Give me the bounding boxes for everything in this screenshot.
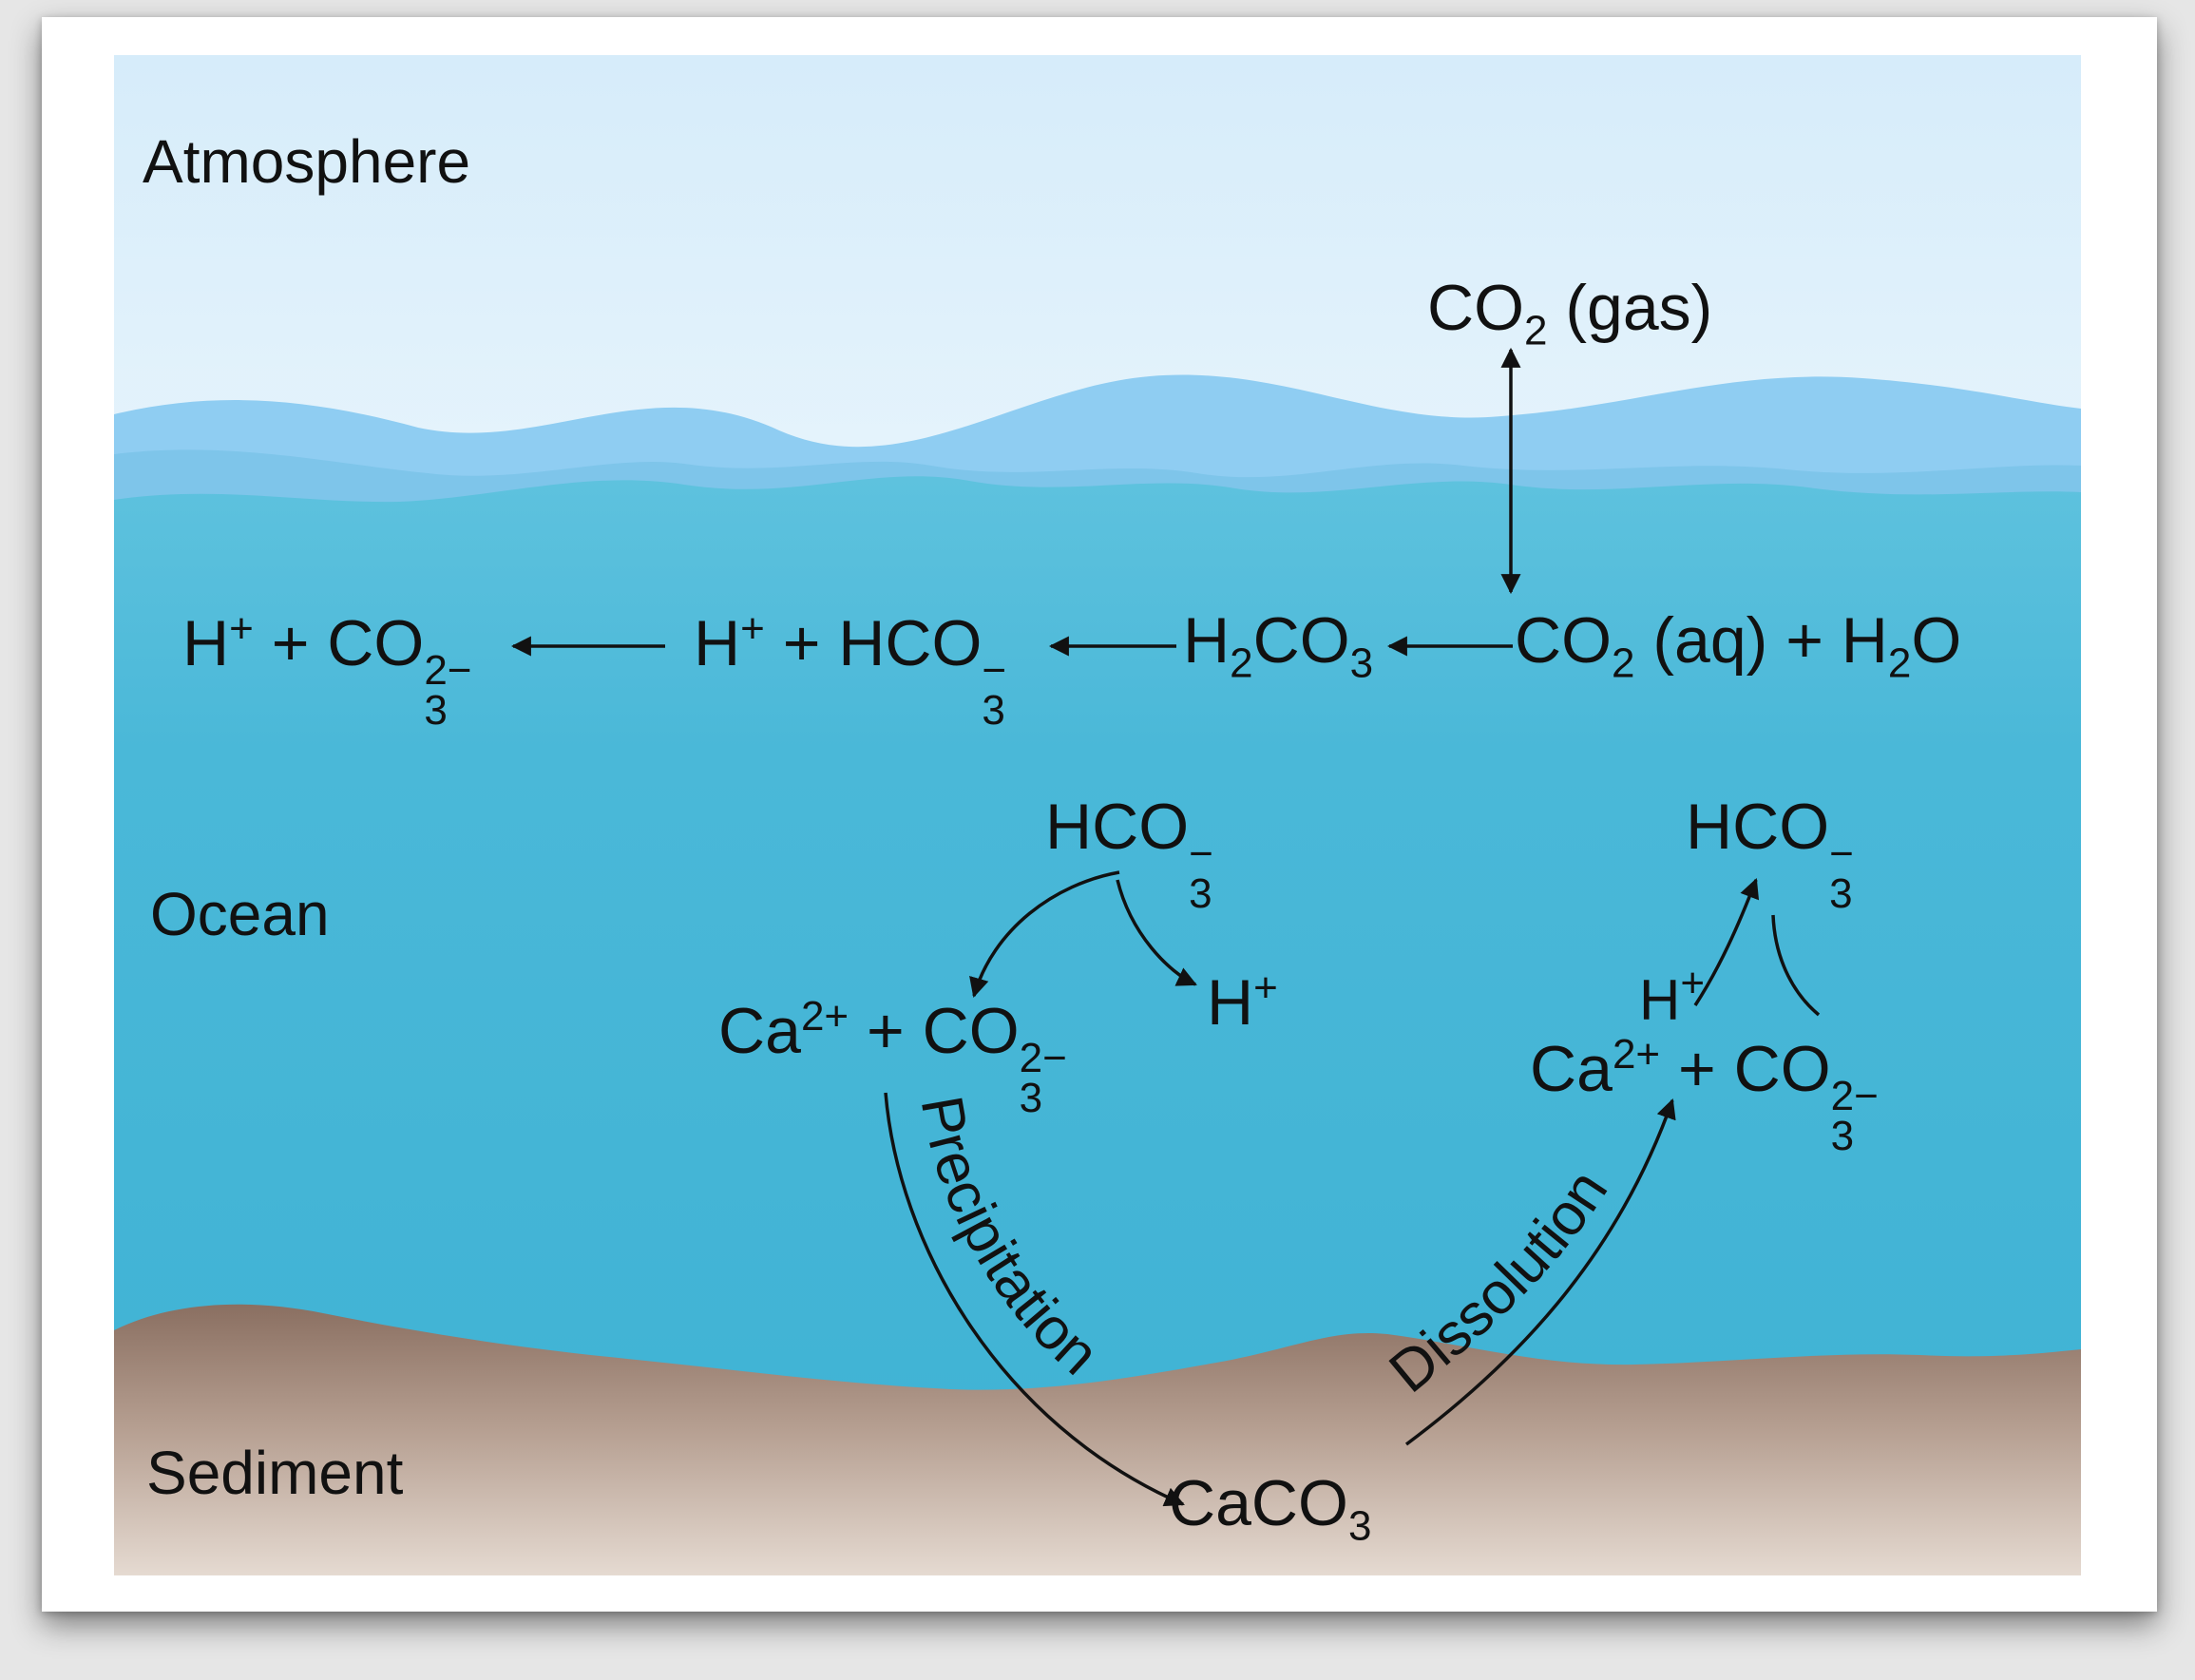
co2-gas-label: CO2 (gas): [1427, 272, 1713, 354]
ocean-label: Ocean: [150, 880, 330, 948]
precipitation-arrow: [884, 1092, 1185, 1507]
precipitation-label: Precipitation: [908, 1092, 1112, 1388]
figure-frame: Atmosphere Ocean Sediment CO2 (gas) H+ +…: [42, 17, 2157, 1612]
carbonate-system-diagram: Atmosphere Ocean Sediment CO2 (gas) H+ +…: [114, 55, 2081, 1575]
atmosphere-label: Atmosphere: [143, 127, 471, 196]
arrow-hco3-to-h: [1116, 879, 1197, 986]
dissol-h-plus-label: H+: [1639, 960, 1706, 1033]
dissolution-label: Dissolution: [1378, 1159, 1621, 1406]
sediment-region: [114, 1304, 2081, 1575]
dissol-bicarbonate-label: HCO−3: [1686, 791, 1854, 917]
precip-bicarbonate-label: HCO−3: [1045, 791, 1213, 917]
calcium-carbonate-label: CaCO3: [1169, 1467, 1372, 1550]
arrow-h-to-hco3-right: [1693, 878, 1760, 1006]
arrow-hco3-to-ca-co3: [969, 870, 1120, 999]
h-plus-bicarbonate-label: H+ + HCO−3: [694, 605, 1007, 734]
reaction-arrows: [510, 347, 1821, 1507]
dissolution-arrow: [1404, 1098, 1676, 1446]
co2-aq-water-label: CO2 (aq) + H2O: [1515, 604, 1962, 687]
arrow-co3-to-hco3-right: [1771, 914, 1821, 1017]
carbonic-acid-label: H2CO3: [1183, 604, 1374, 687]
ocean-region: [114, 476, 2081, 1575]
sediment-label: Sediment: [146, 1439, 404, 1507]
precip-h-plus-label: H+: [1207, 964, 1278, 1040]
background-scene: [114, 55, 2081, 1575]
process-labels: Precipitation Dissolution: [908, 1092, 1621, 1406]
